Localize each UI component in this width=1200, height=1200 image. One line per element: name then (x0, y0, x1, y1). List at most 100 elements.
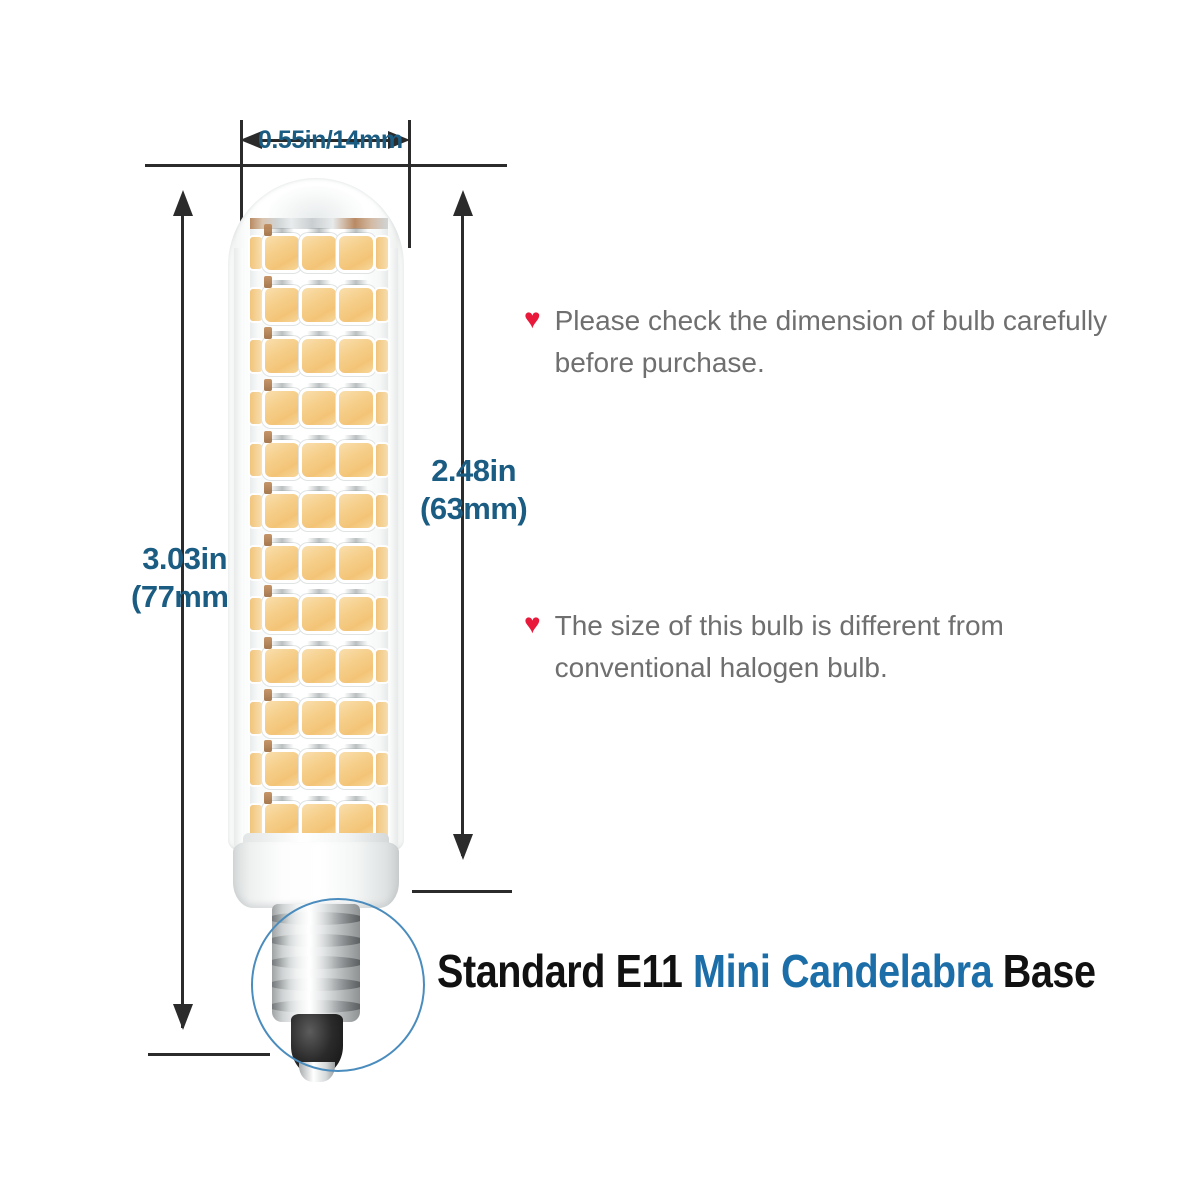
led-chip (265, 279, 299, 322)
led-pcb-board (250, 218, 388, 846)
led-chip (302, 537, 336, 580)
width-extension-line-right (408, 120, 411, 248)
led-row (250, 378, 388, 430)
led-chip-side (376, 753, 388, 786)
led-chip-side (250, 391, 262, 424)
led-row (250, 585, 388, 636)
led-row (250, 482, 388, 533)
led-chip-side (250, 753, 262, 786)
led-chip-side (376, 701, 388, 734)
led-chip-side (376, 546, 388, 579)
led-chip-side (376, 391, 388, 424)
led-chip-side (376, 804, 388, 837)
base-highlight-circle (251, 898, 425, 1072)
led-row (250, 791, 388, 843)
led-chip (265, 641, 299, 683)
led-chip (302, 434, 336, 477)
heart-icon: ♥ (524, 608, 541, 639)
led-chip-side (250, 288, 262, 321)
solder-joint (264, 275, 272, 288)
total-height-arrow-head-top (173, 190, 193, 216)
led-row (250, 740, 388, 791)
total-height-arrow-shaft (181, 196, 184, 1028)
width-extension-line-left (240, 120, 243, 248)
led-row (250, 637, 388, 688)
led-chip (302, 589, 336, 632)
glass-height-arrow-head-top (453, 190, 473, 216)
glass-right-rim (389, 248, 398, 846)
ceramic-housing (233, 842, 399, 908)
glass-height-inches: 2.48in (431, 453, 517, 488)
led-chip-side (376, 288, 388, 321)
led-row (250, 688, 388, 740)
led-chip (302, 744, 336, 787)
led-chip-side (250, 804, 262, 837)
led-row (250, 430, 388, 482)
led-chip-side (376, 598, 388, 631)
led-chip (302, 486, 336, 529)
note-text: The size of this bulb is different from … (554, 610, 1004, 683)
caption-base: Base (1002, 945, 1096, 997)
heart-icon: ♥ (524, 303, 541, 334)
led-chip-side (250, 701, 262, 734)
note-item: ♥ The size of this bulb is different fro… (524, 605, 1155, 689)
solder-joint (264, 430, 272, 443)
led-chip-side (250, 495, 262, 528)
led-row (250, 327, 388, 378)
led-chip-side (250, 340, 262, 373)
total-height-mm: (77mm) (131, 579, 239, 614)
glass-left-rim (234, 248, 243, 846)
solder-joint (264, 378, 272, 391)
led-chip (265, 382, 299, 425)
solder-joint (264, 740, 272, 753)
glass-height-arrow-shaft (461, 196, 464, 856)
led-chip (302, 641, 336, 683)
caption-mini-candelabra: Mini Candelabra (693, 945, 993, 997)
led-chip (339, 589, 373, 632)
led-chip (339, 434, 373, 477)
glass-tube (228, 178, 404, 850)
led-chip (265, 744, 299, 787)
width-dimension-label: 0.55in/14mm (258, 126, 403, 154)
led-chip-side (250, 237, 262, 269)
glass-height-mm: (63mm) (420, 491, 528, 526)
led-chip (339, 382, 373, 425)
led-chip (302, 692, 336, 735)
top-extension-line (145, 164, 507, 167)
glass-bottom-extension-line (412, 890, 512, 893)
led-chip (265, 331, 299, 374)
led-row (250, 533, 388, 585)
note-text: Please check the dimension of bulb caref… (554, 305, 1108, 378)
led-chip (339, 795, 373, 838)
width-arrow-head-left (240, 131, 262, 149)
led-chip-side (376, 443, 388, 476)
width-arrow-head-right (388, 131, 410, 149)
solder-joint (264, 482, 272, 495)
glass-height-arrow-head-bottom (453, 834, 473, 860)
led-chip (339, 641, 373, 683)
led-chip (302, 331, 336, 374)
led-chip-side (376, 340, 388, 373)
led-chip-side (250, 650, 262, 682)
solder-joint (264, 637, 272, 649)
led-chip (339, 228, 373, 270)
led-chip (339, 279, 373, 322)
solder-joint (264, 688, 272, 701)
led-chip (302, 279, 336, 322)
led-chip (302, 795, 336, 838)
led-chip (339, 537, 373, 580)
led-chip (302, 382, 336, 425)
led-chip (265, 692, 299, 735)
led-row (250, 224, 388, 275)
solder-joint (264, 791, 272, 804)
led-chip-side (250, 598, 262, 631)
led-chip (339, 692, 373, 735)
total-height-arrow-head-bottom (173, 1004, 193, 1030)
led-chip (339, 744, 373, 787)
led-chip-side (250, 546, 262, 579)
led-chip-side (250, 443, 262, 476)
glass-height-label: 2.48in (63mm) (420, 452, 528, 528)
solder-joint (264, 533, 272, 546)
led-chip (265, 486, 299, 529)
